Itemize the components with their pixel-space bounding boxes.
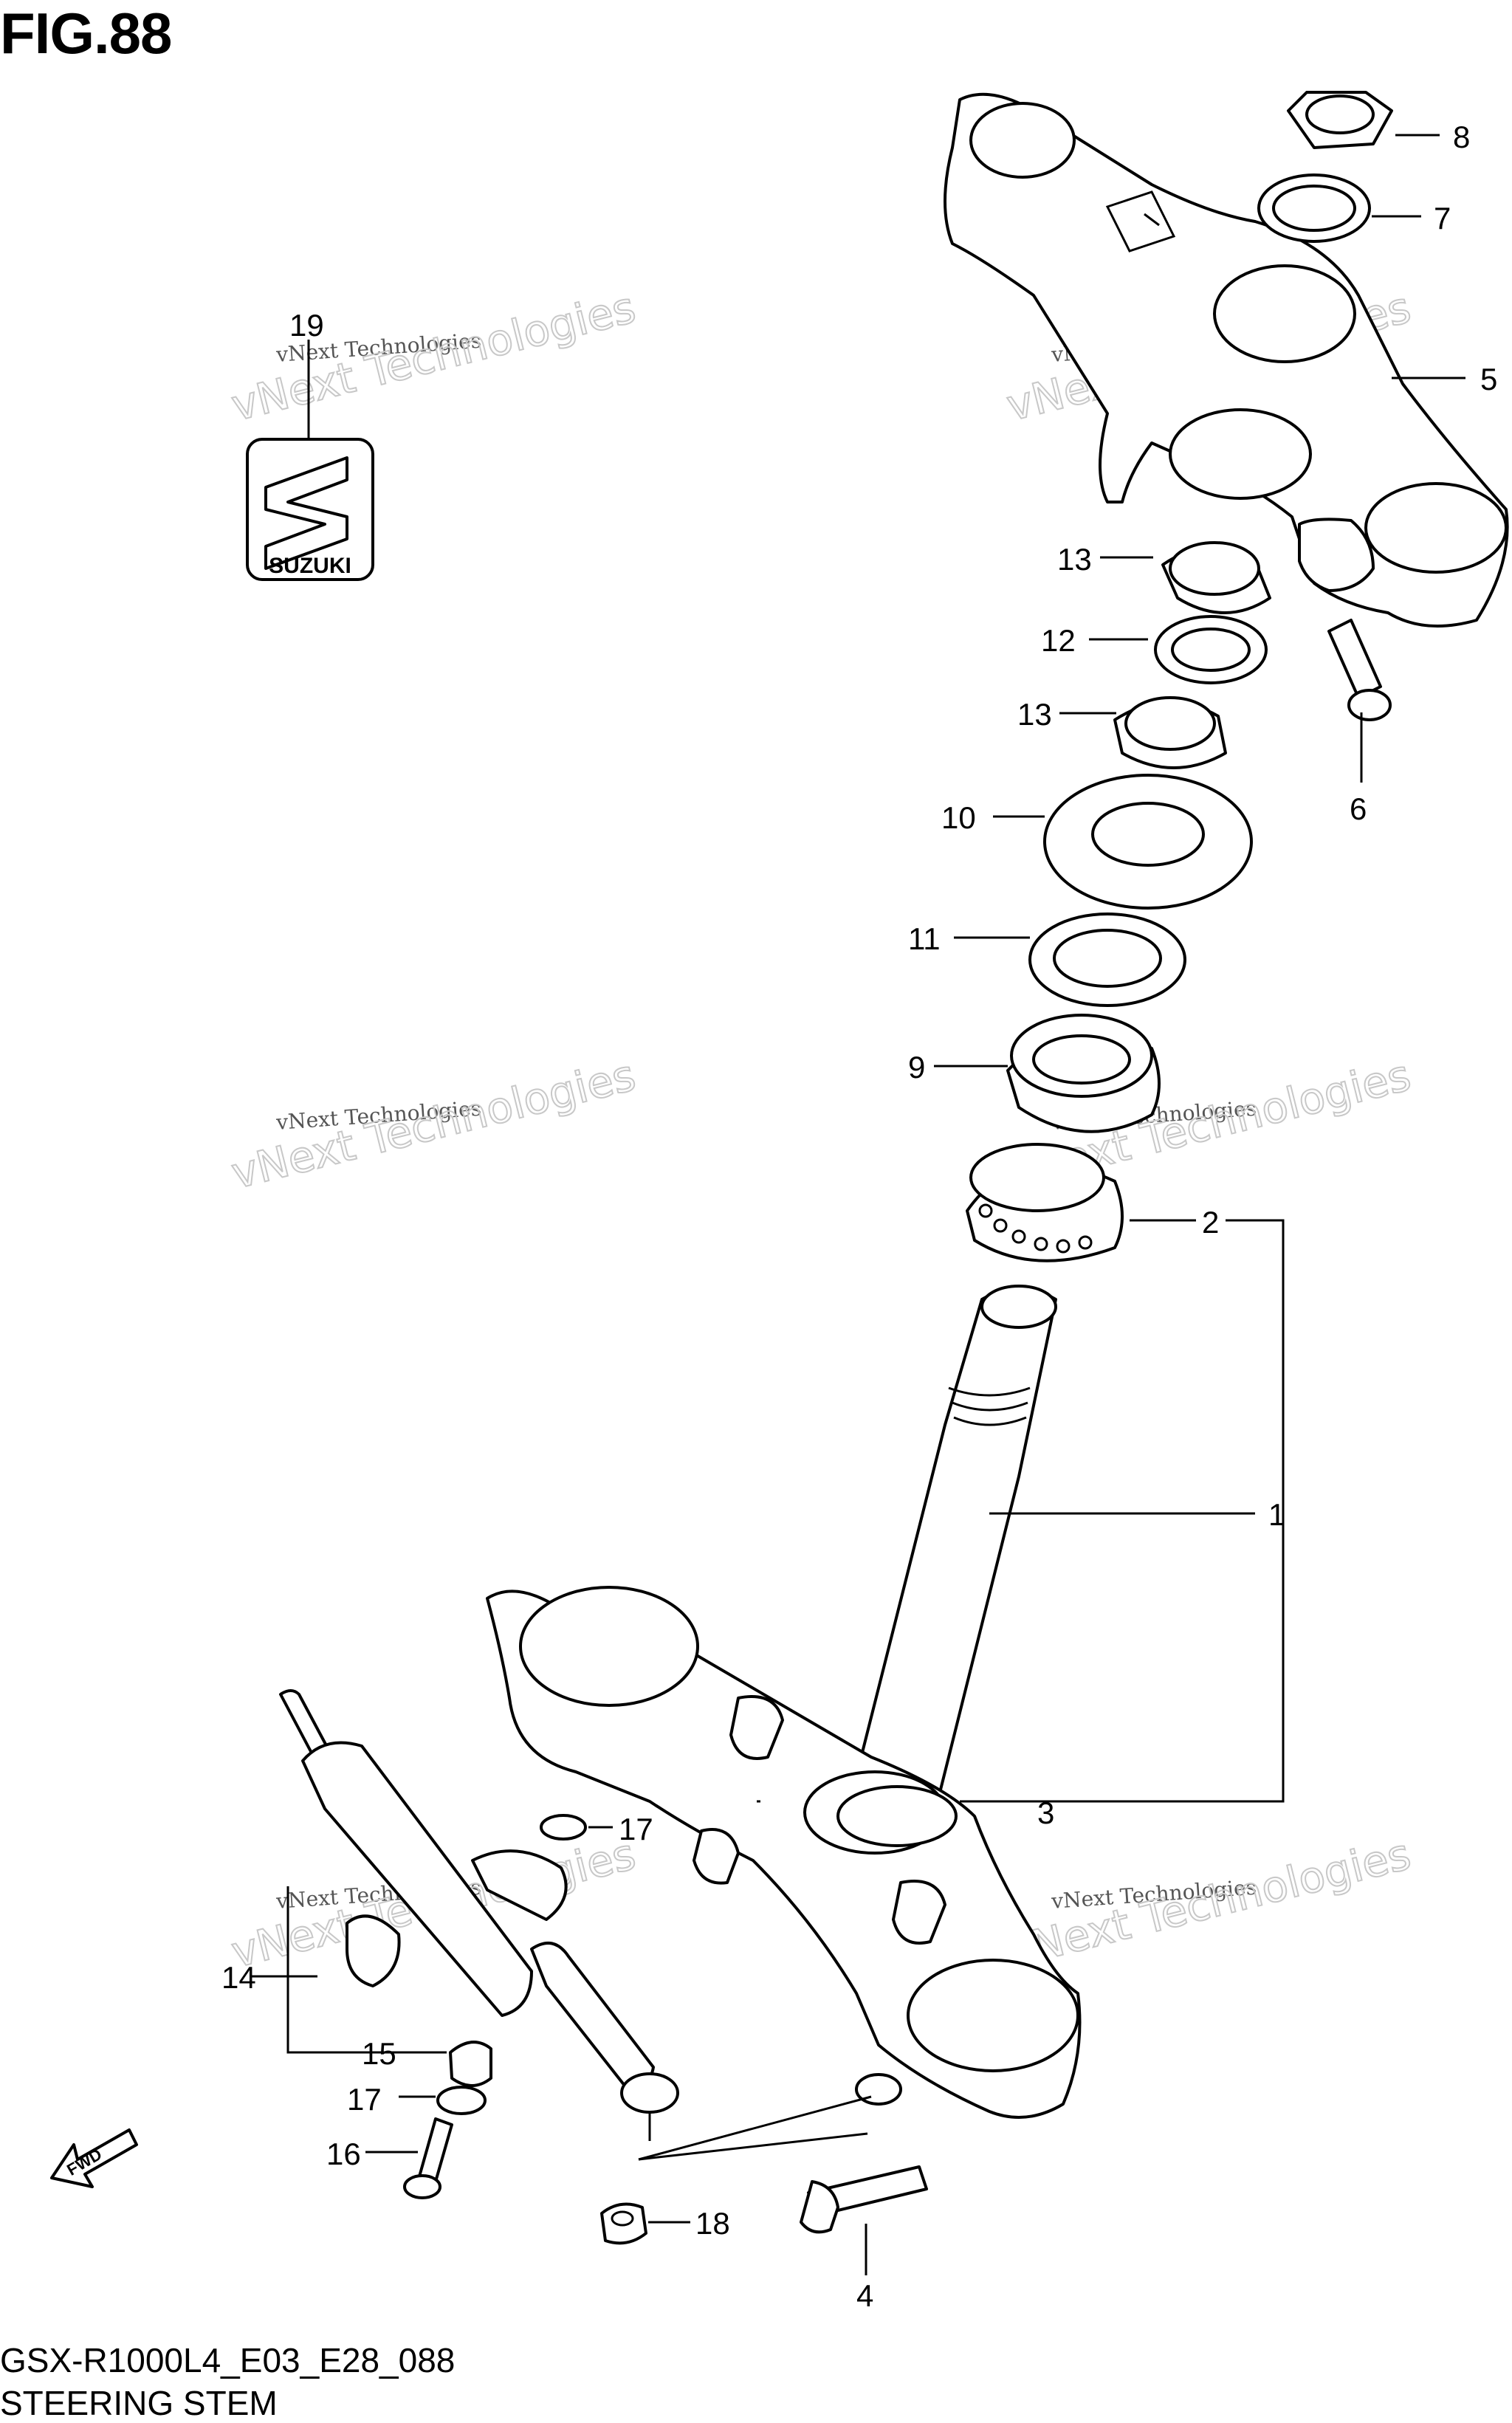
callout-8: 8 — [1453, 120, 1470, 154]
watermark-mid-left: vNext Technologies vNext Technologies — [226, 1049, 641, 1200]
steering-damper — [279, 1689, 679, 2141]
dust-seal-10 — [1043, 774, 1253, 910]
figure-title: FIG.88 — [0, 1, 172, 66]
callout-7: 7 — [1434, 201, 1451, 236]
lock-nut-13-upper — [1161, 541, 1271, 614]
bearing-2 — [966, 1143, 1124, 1262]
bolt-4 — [800, 2165, 928, 2234]
steering-stem — [486, 1285, 1082, 2119]
bolt-16 — [403, 2117, 453, 2199]
callout-15: 15 — [362, 2036, 396, 2071]
callout-17-upper: 17 — [619, 1812, 653, 1846]
callout-19: 19 — [289, 308, 324, 343]
washer-7-inner — [1272, 185, 1356, 232]
leader-lines — [251, 134, 1465, 2275]
callout-16: 16 — [326, 2137, 361, 2171]
callout-13-lower: 13 — [1017, 697, 1052, 732]
lock-nut-13-lower — [1113, 696, 1227, 769]
suzuki-emblem: SUZUKI — [246, 340, 374, 581]
callout-14: 14 — [221, 1960, 256, 1995]
watermark-bottom-right: vNext Technologies vNext Technologies — [1001, 1828, 1416, 1979]
emblem-brand-text: SUZUKI — [269, 554, 351, 578]
model-code: GSX-R1000L4_E03_E28_088 — [0, 2341, 456, 2379]
washer-17-upper — [540, 1814, 587, 1841]
callout-4: 4 — [856, 2278, 873, 2313]
callout-17-lower: 17 — [347, 2082, 382, 2117]
callout-12: 12 — [1041, 623, 1076, 658]
callout-9: 9 — [908, 1050, 925, 1085]
fwd-arrow-icon: FWD — [50, 2128, 138, 2188]
section-title: STEERING STEM — [0, 2384, 278, 2422]
stem-nut — [1287, 91, 1393, 149]
upper-bracket — [944, 92, 1509, 628]
callout-6: 6 — [1350, 791, 1367, 826]
watermark-top-left: vNext Technologies vNext Technologies — [226, 281, 641, 432]
callout-13-upper: 13 — [1057, 542, 1092, 577]
bush-15 — [449, 2041, 492, 2087]
callout-1: 1 — [1268, 1497, 1285, 1532]
washer-12-inner — [1171, 628, 1251, 672]
callout-11: 11 — [908, 921, 941, 956]
callout-10: 10 — [941, 800, 976, 835]
washer-17-lower — [436, 2086, 487, 2115]
bearing-race-9 — [1006, 1014, 1161, 1133]
callout-18: 18 — [695, 2206, 730, 2241]
washer-11-inner — [1053, 929, 1162, 988]
callout-5: 5 — [1480, 362, 1497, 396]
callout-3: 3 — [1037, 1795, 1054, 1830]
nut-18 — [600, 2202, 647, 2245]
callout-2: 2 — [1202, 1205, 1219, 1240]
bolt-6 — [1327, 619, 1392, 721]
